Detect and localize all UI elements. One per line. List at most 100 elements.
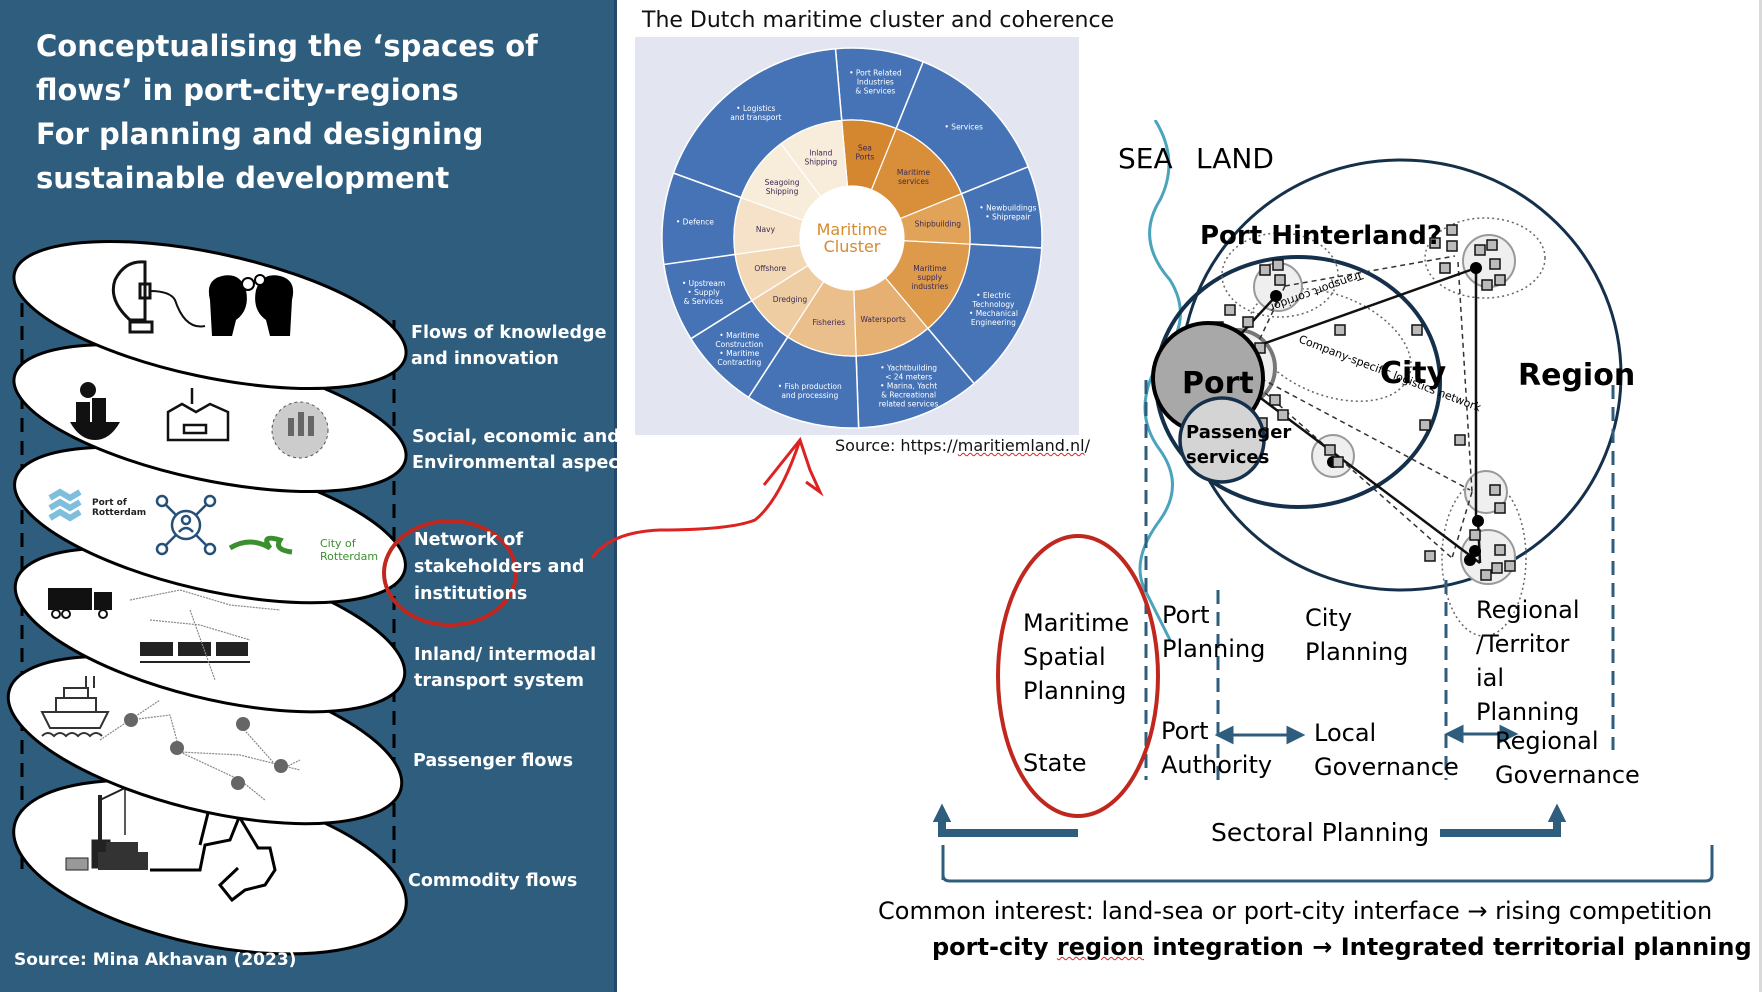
- title-line: For planning and designing: [36, 117, 484, 151]
- col-maritime-governance: State: [1023, 749, 1087, 777]
- integration-region: region: [1056, 933, 1144, 961]
- wheel-sector-label: Shipping: [766, 187, 799, 196]
- passenger-services-label: services: [1186, 447, 1269, 468]
- layer-label-inland-transport: Inland/ intermodal transport system: [414, 642, 596, 694]
- governance-structure: [932, 380, 1615, 880]
- title-line: Conceptualising the ‘spaces of: [36, 29, 538, 63]
- sectoral-arrowheads: [932, 803, 1567, 822]
- firm-square: [1324, 444, 1336, 456]
- factory-icon: [166, 388, 230, 442]
- title-line: flows’ in port-city-regions: [36, 73, 459, 107]
- firm-square: [1274, 274, 1286, 286]
- cluster-outline: [1221, 232, 1339, 318]
- highlight-ellipse-maritime: [996, 534, 1160, 818]
- wheel-outer-label: and transport: [730, 113, 781, 122]
- col-text-line: /Territor: [1476, 630, 1570, 658]
- col-city-planning: City Planning: [1305, 601, 1408, 669]
- port-hinterland-label: Port Hinterland?: [1200, 221, 1442, 251]
- layer-label-line: transport system: [414, 671, 585, 691]
- wheel-center-label: Cluster: [824, 237, 881, 256]
- main-title: Conceptualising the ‘spaces of flows’ in…: [36, 24, 596, 200]
- firm-square: [1334, 324, 1346, 336]
- col-text-line: Spatial: [1023, 643, 1106, 671]
- heads-gears-icon: [208, 274, 294, 336]
- wheel-outer-label: and processing: [781, 391, 838, 400]
- firm-square: [1469, 529, 1481, 541]
- freight-train-icon: [140, 642, 250, 663]
- cluster-outline: [1441, 479, 1527, 637]
- wheel-outer-label: • Port Related: [849, 69, 902, 78]
- wheel-sector-label: supply: [917, 273, 942, 282]
- layer-stakeholders: Port of Rotterdam City of Rotterdam: [13, 445, 407, 605]
- wheel-outer-label: • Electric: [976, 291, 1011, 300]
- wheel-source-link[interactable]: maritiemland.nl: [957, 436, 1085, 455]
- firm-square: [1332, 456, 1344, 468]
- layer-label-line: Network of: [414, 530, 524, 550]
- wheel-outer-label: Industries: [857, 78, 894, 87]
- wheel-source-suffix: /: [1084, 436, 1090, 455]
- firm-square: [1269, 394, 1281, 406]
- layer-label-stakeholders: Network of stakeholders and institutions: [414, 527, 584, 608]
- layer-label-social-economic: Social, economic and Environmental aspec…: [412, 424, 638, 476]
- col-regional-governance: Regional Governance: [1495, 724, 1640, 792]
- layer-label-commodity: Commodity flows: [408, 868, 577, 894]
- col-regional-planning: Regional /Territor ial Planning: [1476, 593, 1580, 729]
- col-city-governance: Local Governance: [1314, 716, 1459, 784]
- port-of-rotterdam-text: Port of: [92, 498, 127, 508]
- wheel-sector-label: Maritime: [897, 168, 931, 177]
- firm-square: [1486, 239, 1498, 251]
- firm-square: [1429, 237, 1441, 249]
- red-connector-arrow: [590, 436, 824, 559]
- firm-square: [1494, 502, 1506, 514]
- firm-square: [1424, 550, 1436, 562]
- port-city-region-diagram: Transport corridor Company-specific logi…: [1118, 120, 1635, 641]
- common-interest-text: Common interest: land-sea or port-city i…: [878, 897, 1713, 925]
- column-dividers: [1144, 380, 1615, 780]
- transport-network-lines: [129, 589, 281, 681]
- firm-square: [1494, 274, 1506, 286]
- wheel-sector-label: Watersports: [860, 315, 905, 324]
- layer-label-line: stakeholders and: [414, 557, 585, 577]
- wheel-outer-label: • Fish production: [778, 382, 842, 391]
- wheel-sector-label: Sea: [858, 143, 872, 152]
- firm-square: [1411, 324, 1423, 336]
- layer-knowledge: [12, 239, 408, 391]
- wheel-outer-label: & Services: [684, 297, 724, 306]
- wheel-outer-label: < 24 meters: [885, 373, 932, 382]
- firm-square: [1439, 262, 1451, 274]
- col-text-line: Planning: [1023, 677, 1127, 705]
- wheel-outer-label: • Yachtbuilding: [880, 364, 937, 373]
- cluster-outline: [1248, 288, 1412, 402]
- truck-icon: [48, 588, 112, 619]
- passenger-node: [274, 759, 288, 773]
- wheel-outer-label: & Recreational: [881, 391, 936, 400]
- wheel-outer-label: Technology: [971, 300, 1015, 309]
- firm-square: [1446, 224, 1458, 236]
- passenger-node: [124, 713, 138, 727]
- governance-arrows: [1214, 724, 1519, 745]
- layer-label-line: Environmental aspects: [412, 453, 638, 473]
- layer-social-economic: [12, 342, 408, 494]
- lightbulb-gear-icon: [111, 260, 206, 334]
- col-text-line: Planning: [1476, 698, 1580, 726]
- col-text-line: ial: [1476, 664, 1505, 692]
- highlight-ellipse-stakeholders: [382, 519, 518, 627]
- source-citation: Source: Mina Akhavan (2023): [14, 950, 297, 970]
- col-maritime-planning: Maritime Spatial Planning: [1023, 606, 1129, 708]
- integration-suffix: integration → Integrated territorial pla…: [1143, 933, 1752, 961]
- wheel-outer-label: Contracting: [717, 358, 761, 367]
- wheel-outer-label: • Shiprepair: [985, 212, 1031, 221]
- passenger-flow-lines: [99, 699, 301, 801]
- layer-label-line: Passenger flows: [413, 751, 574, 771]
- wheel-sector-label: Offshore: [754, 264, 786, 273]
- wheel-sector-label: Fisheries: [812, 318, 845, 327]
- wheel-source: Source: https://maritiemland.nl/: [835, 436, 1090, 455]
- layer-label-line: institutions: [414, 584, 528, 604]
- wheel-sector-label: Navy: [756, 225, 776, 234]
- col-port-governance: Port Authority: [1161, 714, 1272, 782]
- wheel-outer-label: related services: [879, 400, 939, 409]
- col-text-line: Governance: [1495, 761, 1640, 789]
- layer-label-line: Social, economic and: [412, 427, 620, 447]
- society-finance-icon: [271, 401, 329, 459]
- wheel-center: [800, 186, 904, 290]
